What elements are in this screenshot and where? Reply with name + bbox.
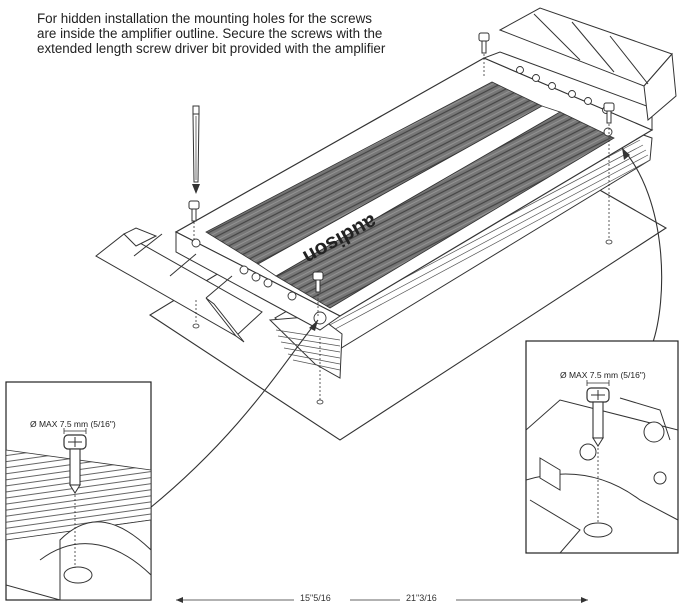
mounting-screws (188, 32, 615, 293)
right-detail-inset (525, 340, 679, 554)
caption-line-3: extended length screw driver bit provide… (37, 41, 386, 56)
screwdriver-bit (192, 105, 200, 194)
connector-holes-left (191, 238, 327, 325)
plate-holes (192, 239, 613, 405)
caption-line-1: For hidden installation the mounting hol… (37, 11, 372, 26)
dimension-line: 15"5/16 21"3/16 (176, 590, 588, 604)
caption-line-2: are inside the amplifier outline. Secure… (37, 26, 383, 41)
dimension-left-label: 15"5/16 (300, 593, 331, 603)
right-inset-label: Ø MAX 7.5 mm (5/16") (560, 370, 646, 380)
left-end-bracket (175, 231, 341, 331)
installation-caption: For hidden installation the mounting hol… (37, 11, 437, 56)
dimension-right-label: 21"3/16 (406, 593, 437, 603)
center-label-strip (257, 105, 561, 277)
left-inset-label: Ø MAX 7.5 mm (5/16") (30, 419, 116, 429)
wiring-cover-left (95, 227, 263, 343)
wiring-cover-right (498, 7, 677, 121)
